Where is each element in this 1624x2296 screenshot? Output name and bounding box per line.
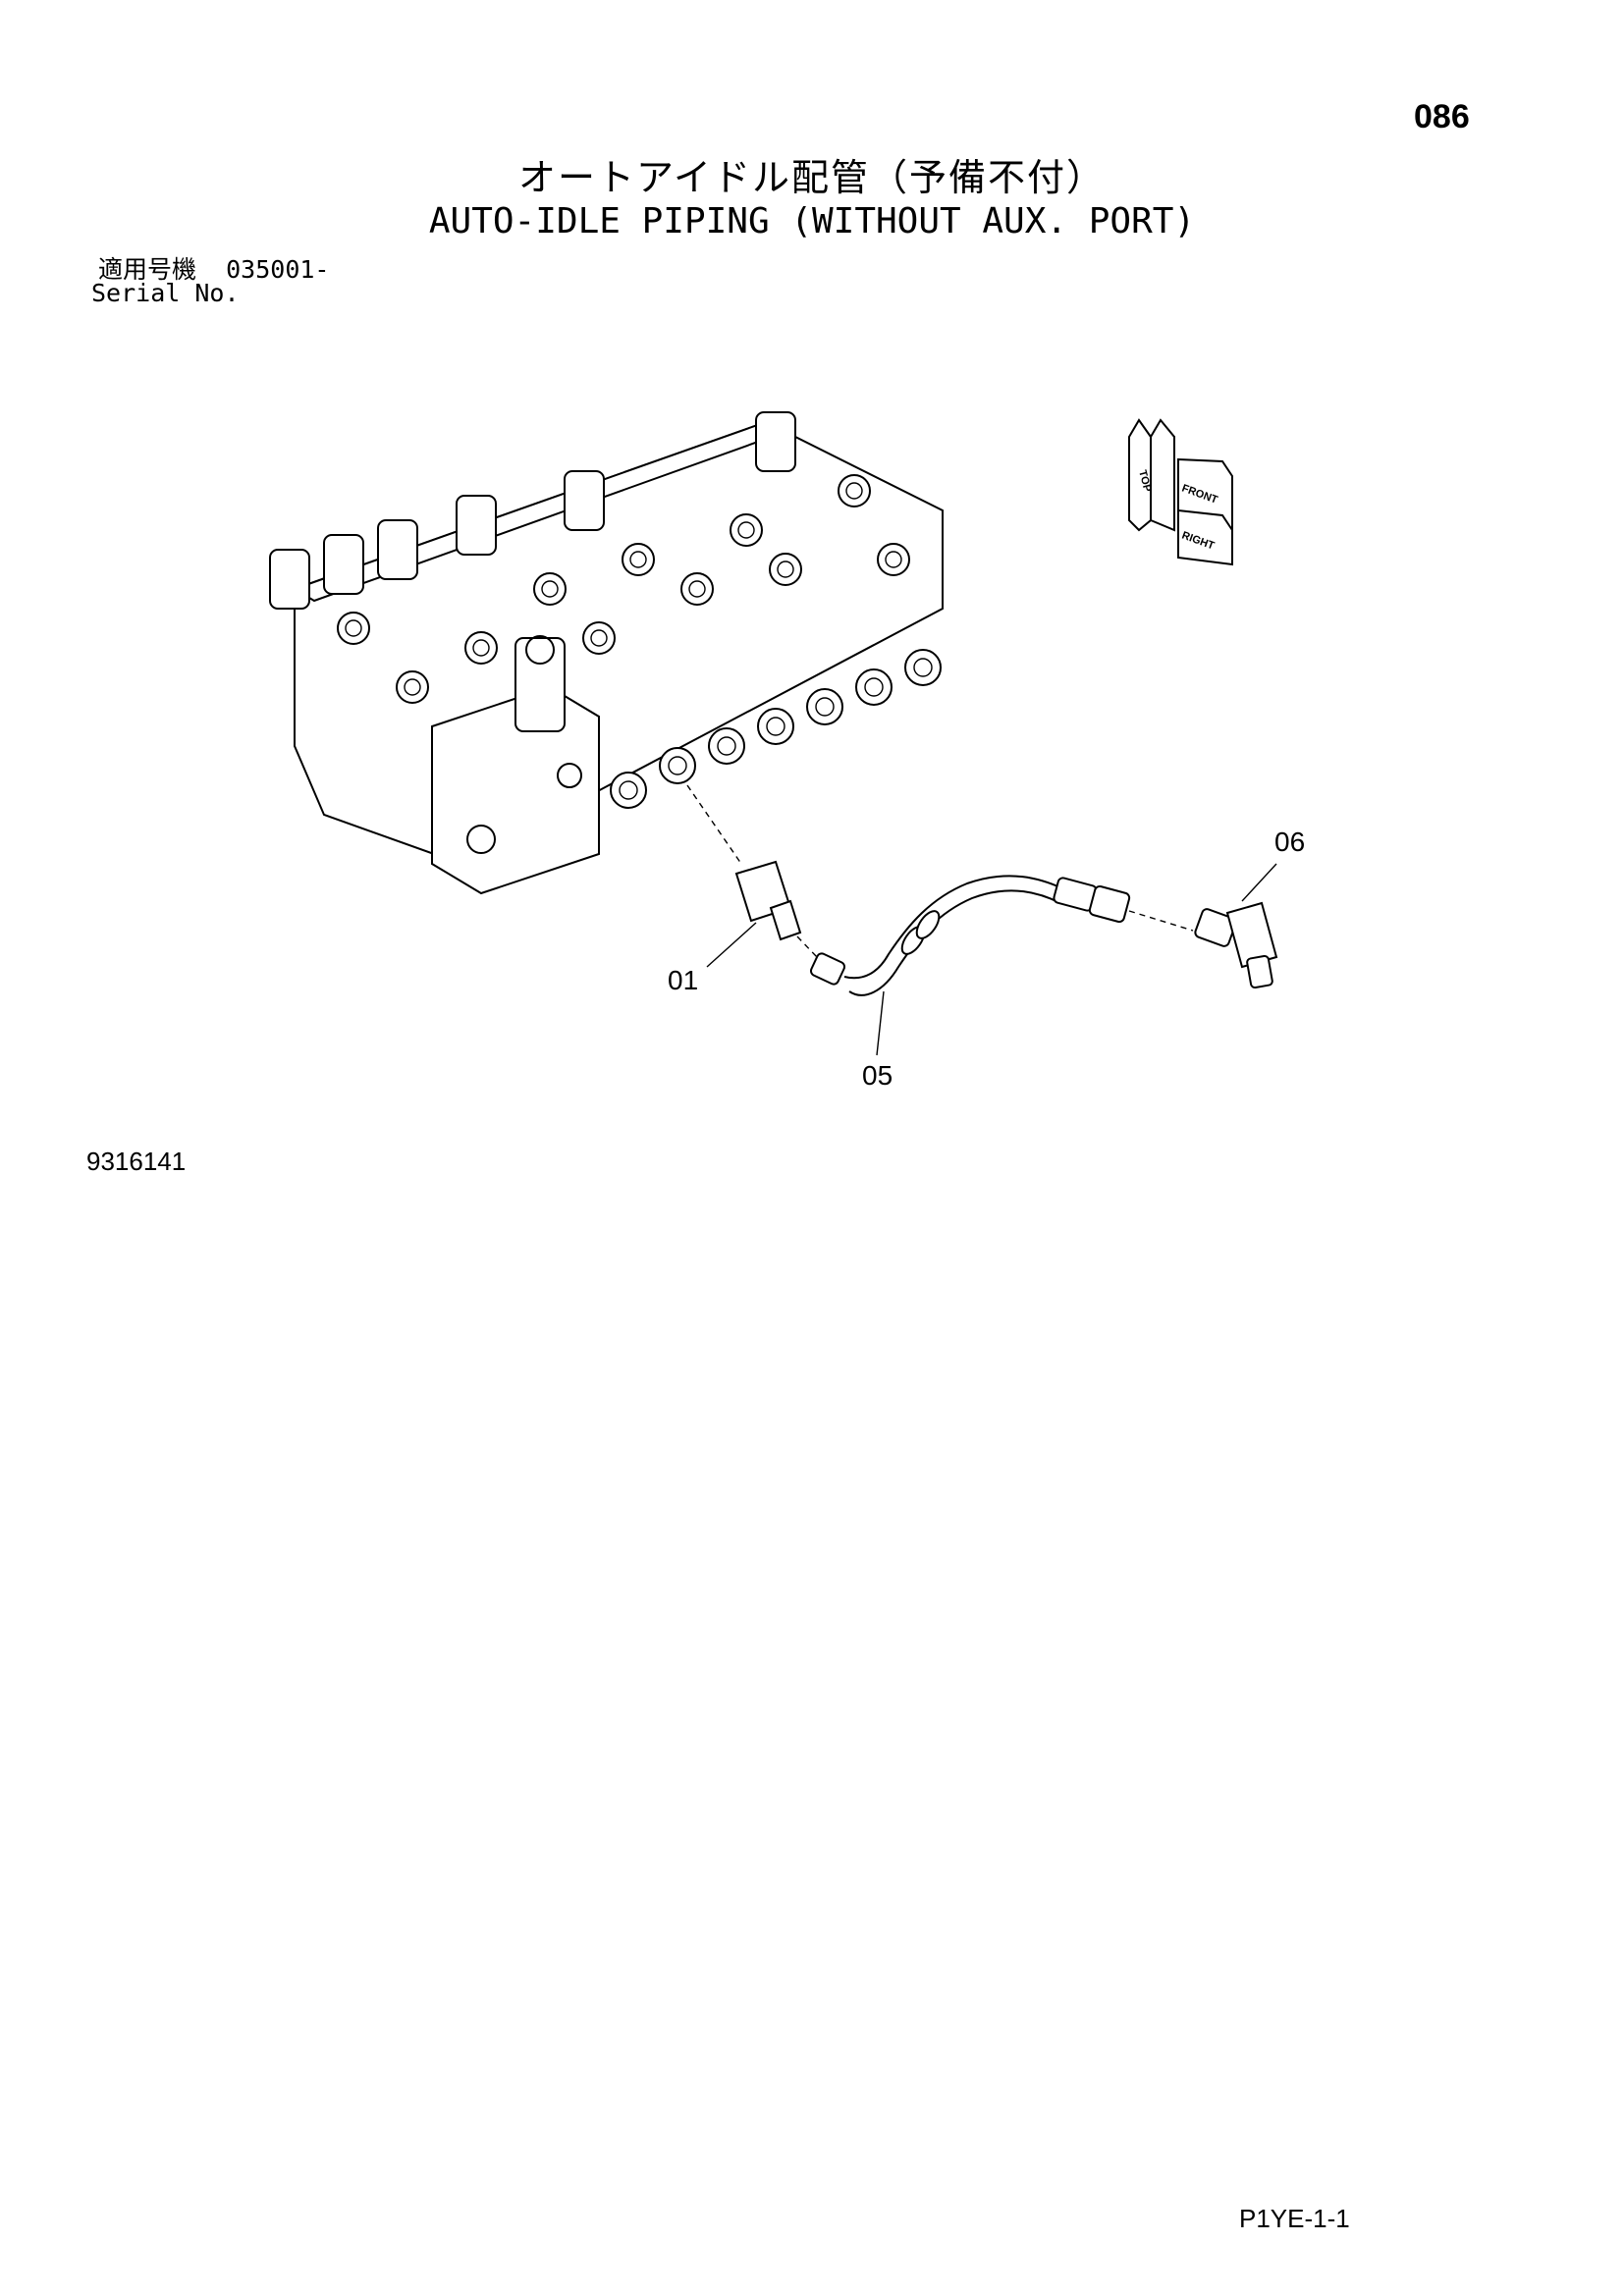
orientation-indicator: TOP FRONT RIGHT — [1128, 418, 1233, 566]
valve-top-fittings — [269, 411, 796, 610]
serial-label-english: Serial No. — [91, 279, 240, 307]
leader-01 — [706, 922, 757, 968]
serial-value: 035001- — [226, 255, 330, 284]
orientation-label-top: TOP — [1136, 469, 1153, 494]
part-06-fitting — [1194, 901, 1278, 989]
valve-spool-caps — [610, 649, 942, 809]
part-01-adapter — [734, 860, 818, 958]
serial-row: 適用号機 035001- — [98, 250, 329, 286]
drawing-number: 9316141 — [86, 1147, 187, 1176]
footer-code: P1YE-1-1 — [1239, 2204, 1350, 2233]
leader-05 — [876, 990, 885, 1056]
page-number: 086 — [1414, 98, 1470, 135]
serial-label-japanese: 適用号機 — [98, 255, 197, 284]
leader-06 — [1241, 863, 1277, 902]
valve-face-ports — [337, 474, 910, 704]
callout-05: 05 — [862, 1060, 893, 1091]
callout-06: 06 — [1274, 827, 1306, 857]
page-title-japanese: オートアイドル配管（予備不付） — [517, 156, 1107, 199]
control-valve-assembly — [269, 411, 944, 895]
part-05-hose — [809, 875, 1194, 996]
page-title-english: AUTO-IDLE PIPING (WITHOUT AUX. PORT) — [428, 201, 1196, 241]
callout-01: 01 — [668, 965, 699, 995]
